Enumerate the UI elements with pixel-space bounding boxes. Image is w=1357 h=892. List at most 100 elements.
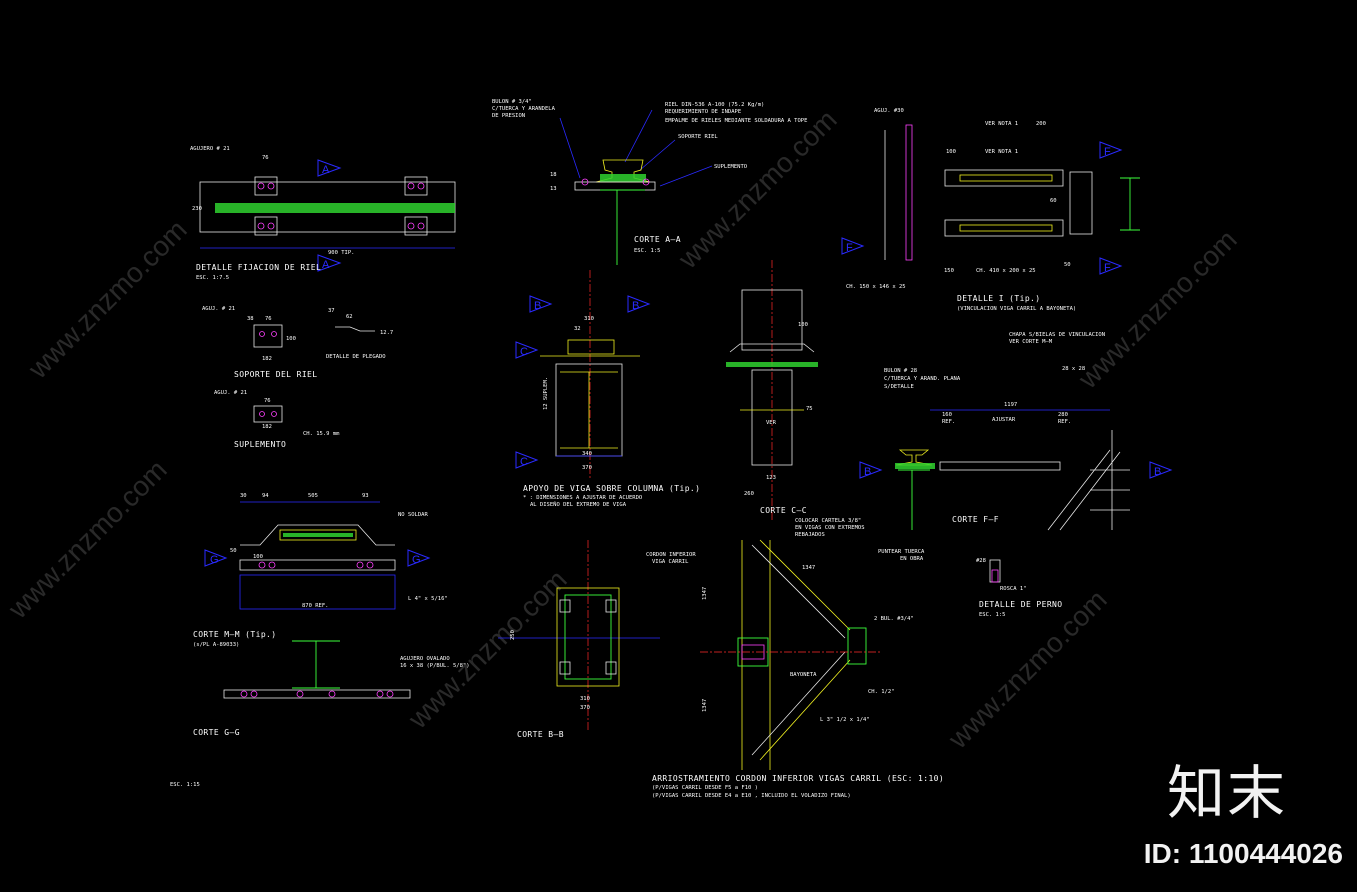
- title-suplemento: SUPLEMENTO: [234, 440, 286, 449]
- bolt: [407, 182, 415, 190]
- dim-230: 230: [192, 206, 202, 212]
- label-bulon-2: C/TUERCA Y ARAND. PLANA: [884, 376, 961, 382]
- title-corte-aa: CORTE A—A: [634, 235, 681, 244]
- dim: 93: [362, 493, 369, 499]
- label-agujero: AGUJERO # 21: [190, 146, 230, 152]
- section-mark-a: [317, 254, 342, 272]
- clip: [404, 216, 428, 236]
- bolt-hole: [271, 411, 277, 417]
- title-apoyo: APOYO DE VIGA SOBRE COLUMNA (Tip.): [523, 484, 700, 493]
- rail-hatch: [215, 203, 455, 213]
- stiffener: [605, 599, 617, 613]
- flange: [223, 689, 411, 699]
- title-detalle-i: DETALLE I (Tip.): [957, 294, 1040, 303]
- section-letter: C: [520, 346, 528, 358]
- label-riel-3: EMPALME DE RIELES MEDIANTE SOLDADURA A T…: [665, 118, 807, 124]
- dim: 12 SUPLEM.: [543, 377, 549, 410]
- bolt: [376, 690, 384, 698]
- column-ibeam: [560, 371, 618, 449]
- title-plegado: DETALLE DE PLEGADO: [326, 354, 386, 360]
- bolt: [257, 182, 265, 190]
- section-mark-f: [1099, 257, 1123, 275]
- dim: 250: [510, 630, 516, 640]
- label-bulon-3: S/DETALLE: [884, 384, 914, 390]
- bolt: [257, 222, 265, 230]
- stiffener: [559, 661, 571, 675]
- watermark-text: www.znzmo.com: [22, 214, 193, 385]
- scale-fijacion: ESC. 1:7.5: [196, 275, 229, 281]
- end-plate: [1069, 171, 1093, 235]
- section-letter: B: [534, 300, 541, 312]
- dim: 100: [253, 554, 263, 560]
- base-plate: [556, 587, 620, 687]
- label-agujero: AGUJERO OVALADO: [400, 656, 450, 662]
- label-puntear-2: EN OBRA: [900, 556, 924, 562]
- detail-corte-mm: 30 94 505 93 NO SOLDAR 50 100 L 4" x 5/1…: [193, 493, 448, 648]
- column: [751, 369, 793, 466]
- label-ch: CH. 1/2": [868, 689, 895, 695]
- detail-corte-bb: 310 370 250 CORTE B—B: [498, 540, 660, 739]
- dim: 38: [247, 316, 254, 322]
- column-section: [564, 594, 612, 680]
- label-bul: 2 BUL. #3/4": [874, 616, 914, 622]
- dim: 76: [265, 316, 272, 322]
- title-fijacion: DETALLE FIJACION DE RIEL: [196, 263, 321, 272]
- section-letter: A: [322, 259, 330, 271]
- section-letter: F: [1104, 262, 1111, 274]
- label-ver-nota: VER NOTA 1: [985, 121, 1018, 127]
- sub-detalle-i: (VINCULACION VIGA CARRIL A BAYONETA): [957, 306, 1076, 312]
- dim: 182: [262, 356, 272, 362]
- dim: 310: [580, 696, 590, 702]
- label-riel: RIEL DIN-536 A-100 (75.2 Kg/m): [665, 102, 764, 108]
- scale-corte-aa: ESC. 1:5: [634, 248, 661, 254]
- dim: 100: [946, 149, 956, 155]
- title-arriost: ARRIOSTRAMIENTO CORDON INFERIOR VIGAS CA…: [652, 774, 944, 783]
- section-mark-c: [515, 451, 539, 469]
- dim: 870 REF.: [302, 603, 329, 609]
- section-mark-b: [529, 295, 553, 313]
- sub-corte-mm: (s/PL A-89033): [193, 642, 239, 648]
- detail-apoyo-viga: B B C C 310 32 12 SUPLEM. 340 370 APOYO …: [515, 270, 700, 508]
- dim: 75: [806, 406, 813, 412]
- section-mark-g: [204, 549, 228, 567]
- label-cordon-2: VIGA CARRIL: [652, 559, 689, 565]
- note-apoyo-2: AL DISEÑO DEL EXTREMO DE VIGA: [530, 501, 627, 508]
- bolt: [366, 561, 374, 569]
- dim: 12.7: [380, 330, 393, 336]
- label-bulon: BULON # 3/4": [492, 99, 532, 105]
- leader-lines: [559, 109, 713, 187]
- dim: 18: [550, 172, 557, 178]
- title-perno: DETALLE DE PERNO: [979, 600, 1062, 609]
- detail-soporte-riel: AGUJ. # 21 38 76 182 100 SOPORTE DEL RIE…: [202, 306, 393, 449]
- rail-hatch: [283, 533, 353, 537]
- label-ver-nota: VER NOTA 1: [985, 149, 1018, 155]
- link-bar: [944, 169, 1064, 187]
- label-ch: CH. 15.9 mm: [303, 431, 340, 437]
- label-aguj: AGUJ. # 21: [214, 390, 247, 396]
- dim-900: 900 TIP.: [328, 250, 355, 256]
- bolt: [407, 222, 415, 230]
- stiffener: [605, 661, 617, 675]
- clip: [254, 216, 278, 236]
- section-letter: F: [846, 242, 853, 254]
- title-corte-bb: CORTE B—B: [517, 730, 564, 739]
- bolt: [268, 561, 276, 569]
- section-mark-g: [407, 549, 431, 567]
- bolt-hole: [271, 331, 277, 337]
- label-bayoneta: BAYONETA: [790, 672, 817, 678]
- link-bar-inner: [959, 174, 1053, 182]
- dim: 310: [584, 316, 594, 322]
- section-letter: C: [520, 456, 528, 468]
- bayoneta-frame: [1047, 430, 1130, 531]
- bolt-body: [989, 559, 1001, 583]
- scale-perno: ESC. 1:5: [979, 612, 1006, 618]
- brace-diagonal-inner: [751, 544, 846, 756]
- link-bar-inner: [959, 224, 1053, 232]
- suplemento-plate: [253, 405, 283, 423]
- section-letter: B: [632, 300, 639, 312]
- bolt: [258, 561, 266, 569]
- dim: 50: [230, 548, 237, 554]
- dim: 60: [1050, 198, 1057, 204]
- title-corte-ff: CORTE F—F: [952, 515, 999, 524]
